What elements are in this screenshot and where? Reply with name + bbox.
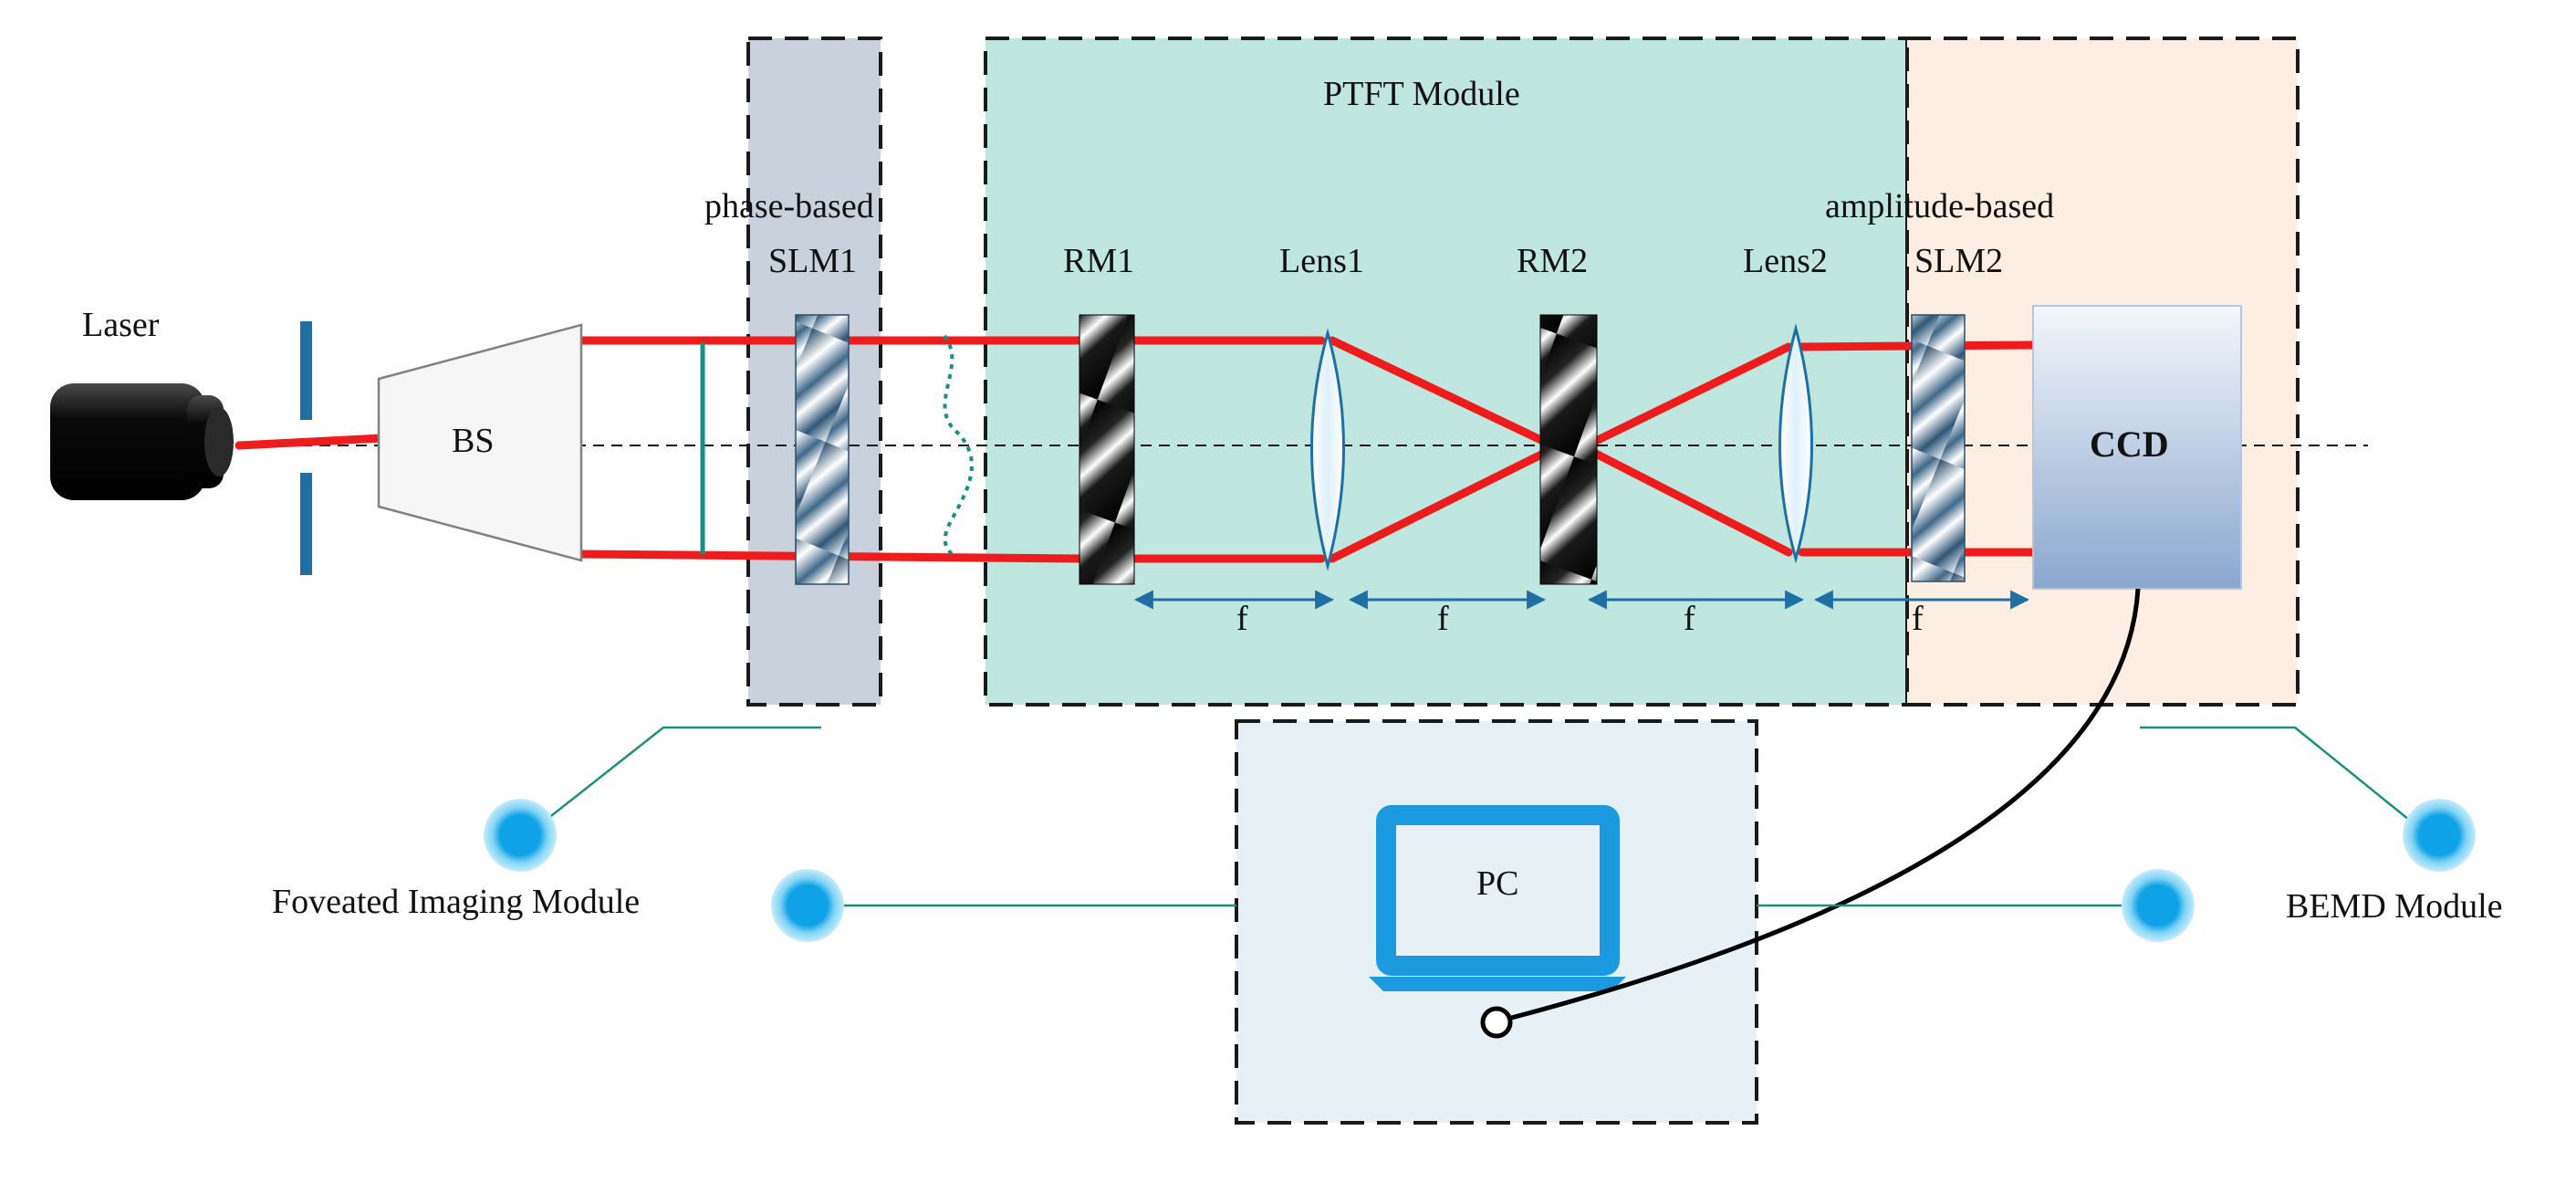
aperture-icon xyxy=(300,321,312,575)
laptop-icon xyxy=(1369,805,1626,991)
rm1-mirror xyxy=(1079,314,1135,585)
callout-lines xyxy=(547,726,2410,907)
label-laser: Laser xyxy=(82,306,160,344)
label-f-2: f xyxy=(1437,600,1449,638)
label-rm1: RM1 xyxy=(1063,242,1134,280)
label-pc: PC xyxy=(1476,864,1518,903)
lens2-icon xyxy=(1778,323,1813,564)
laser-icon xyxy=(50,383,234,500)
label-amplitude-based: amplitude-based xyxy=(1825,187,2054,225)
rm2-mirror xyxy=(1539,314,1598,585)
label-f-4: f xyxy=(1912,600,1924,638)
label-ccd: CCD xyxy=(2090,424,2169,465)
label-f-1: f xyxy=(1236,600,1248,638)
callout-dot-bemd xyxy=(2403,799,2476,872)
label-slm2: SLM2 xyxy=(1914,242,2003,280)
ccd-sensor xyxy=(2032,305,2242,590)
label-phase-based: phase-based xyxy=(704,187,874,225)
label-ptft-module: PTFT Module xyxy=(1323,75,1520,113)
cable-connector-icon xyxy=(1480,1006,1513,1039)
label-foveated-imaging-module: Foveated Imaging Module xyxy=(272,883,640,921)
label-lens2: Lens2 xyxy=(1743,242,1828,280)
label-slm1: SLM1 xyxy=(768,242,857,280)
callout-dot-pc-left xyxy=(771,869,844,942)
slm2-device xyxy=(1911,314,1966,582)
label-rm2: RM2 xyxy=(1517,242,1588,280)
beam-splitter-icon xyxy=(377,323,583,562)
callout-dot-foveated xyxy=(484,799,557,872)
distorted-wavefront xyxy=(943,334,974,557)
data-cable xyxy=(1500,588,2141,1023)
label-f-3: f xyxy=(1684,600,1695,638)
slm1-device xyxy=(795,314,850,585)
label-bemd-module: BEMD Module xyxy=(2286,887,2503,926)
laser-beam xyxy=(235,336,2039,563)
pc-module-panel xyxy=(1235,719,1758,1125)
callout-dot-pc-right xyxy=(2122,869,2195,942)
label-lens1: Lens1 xyxy=(1279,242,1364,280)
label-bs: BS xyxy=(452,422,494,460)
lens1-icon xyxy=(1310,328,1345,571)
